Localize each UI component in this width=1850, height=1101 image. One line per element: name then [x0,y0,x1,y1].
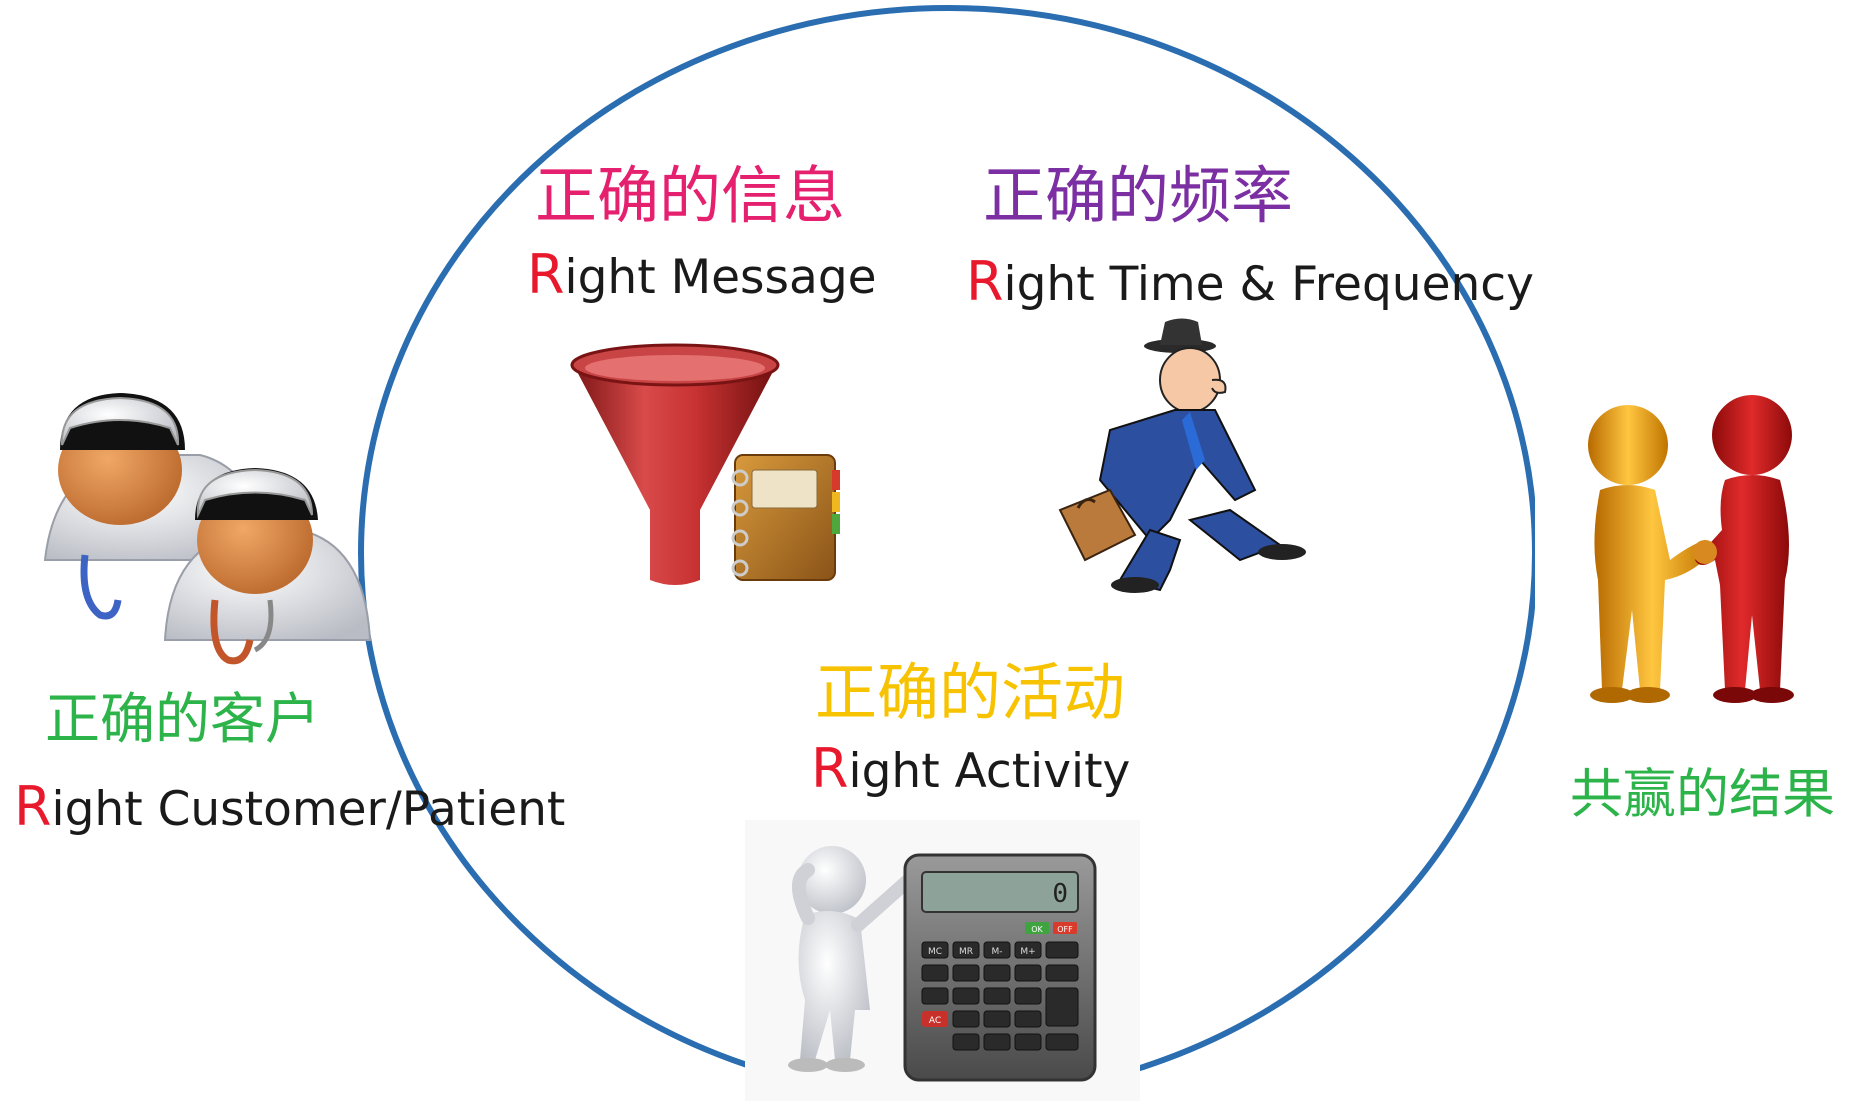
calculator-display: 0 [1052,879,1068,909]
frequency-title-en: Right Time & Frequency [966,255,1534,309]
r-letter: R [966,250,1004,313]
message-title-zh: 正确的信息 [535,159,846,232]
walking-businessman-icon [1058,318,1306,593]
key-mr: MR [959,947,973,957]
frequency-title-zh: 正确的频率 [983,159,1294,232]
key-ac: AC [929,1016,941,1026]
message-title-en: Right Message [527,248,877,302]
activity-title-zh: 正确的活动 [815,656,1126,729]
key-mc: MC [928,947,942,957]
activity-title-en: Right Activity [811,742,1130,796]
r-letter: R [14,775,52,838]
doctors-icon [43,393,372,665]
handshake-icon [1535,395,1850,735]
customer-title-en: Right Customer/Patient [14,780,565,834]
frequency-en-rest: ight Time & Frequency [1003,257,1534,312]
calculator-keys [921,941,1079,1051]
key-off: OFF [1057,925,1073,934]
customer-title-zh: 正确的客户 [45,687,321,751]
person-calculator-icon: 0 OK OFF [745,820,1140,1101]
key-m-minus: M- [991,947,1002,957]
key-m-plus: M+ [1020,947,1035,957]
r-letter: R [527,243,565,306]
r-letter: R [811,737,849,800]
activity-en-rest: ight Activity [848,744,1131,799]
result-title-zh: 共赢的结果 [1570,764,1835,825]
funnel-notebook-icon [570,343,840,585]
message-en-rest: ight Message [564,250,877,305]
customer-en-rest: ight Customer/Patient [51,782,566,837]
key-ok: OK [1031,925,1043,934]
